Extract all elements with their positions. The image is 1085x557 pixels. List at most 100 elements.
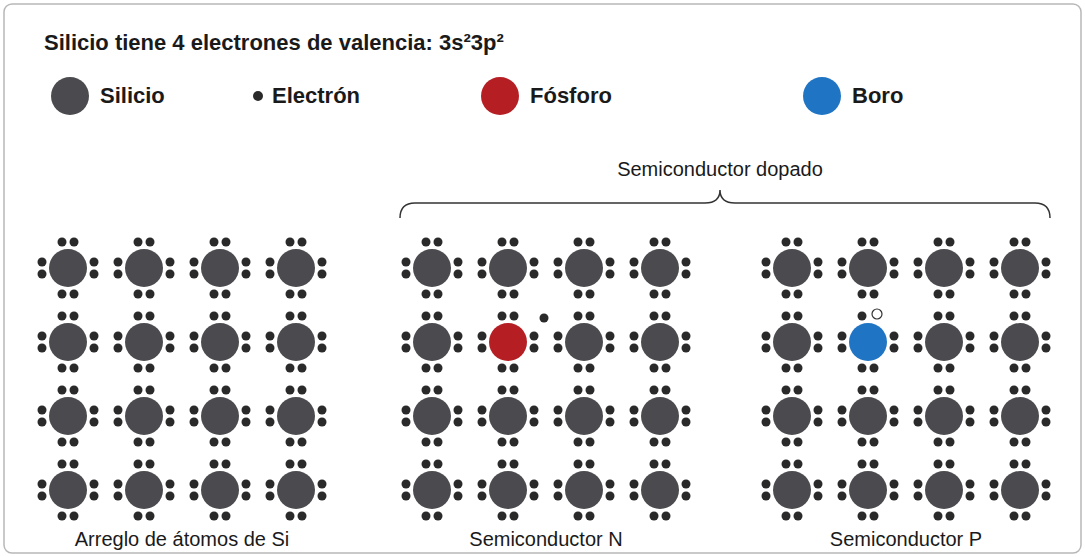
electron [782, 460, 791, 469]
electron [210, 386, 219, 395]
electron [38, 480, 47, 489]
electron [762, 406, 771, 415]
electron [210, 364, 219, 373]
electron [934, 290, 943, 299]
electron [554, 492, 563, 501]
electron [682, 332, 691, 341]
electron [914, 270, 923, 279]
electron [914, 344, 923, 353]
electron [814, 344, 823, 353]
electron [914, 418, 923, 427]
electron [1042, 492, 1051, 501]
electron [554, 270, 563, 279]
electron [554, 480, 563, 489]
electron [630, 344, 639, 353]
electron [434, 460, 443, 469]
silicon-atom [49, 397, 87, 435]
electron [134, 312, 143, 321]
electron [454, 258, 463, 267]
electron [606, 270, 615, 279]
electron [1042, 270, 1051, 279]
electron [762, 344, 771, 353]
electron [134, 438, 143, 447]
electron [574, 312, 583, 321]
electron [914, 406, 923, 415]
electron [630, 406, 639, 415]
electron [434, 438, 443, 447]
electron [858, 312, 867, 321]
silicon-atom [413, 323, 451, 361]
electron [682, 258, 691, 267]
electron [650, 386, 659, 395]
electron [478, 492, 487, 501]
electron [530, 492, 539, 501]
electron [650, 290, 659, 299]
electron [606, 480, 615, 489]
electron [574, 512, 583, 521]
silicon-atom [489, 397, 527, 435]
electron [478, 258, 487, 267]
electron [298, 438, 307, 447]
electron [434, 386, 443, 395]
electron [1010, 512, 1019, 521]
electron [662, 312, 671, 321]
electron [1042, 418, 1051, 427]
electron [166, 492, 175, 501]
electron [114, 492, 123, 501]
electron [298, 364, 307, 373]
electron [782, 386, 791, 395]
electron [966, 270, 975, 279]
electron [914, 492, 923, 501]
electron [90, 344, 99, 353]
electron [554, 418, 563, 427]
electron [402, 406, 411, 415]
silicon-atom [49, 323, 87, 361]
electron [422, 312, 431, 321]
electron [838, 406, 847, 415]
electron [114, 258, 123, 267]
electron [266, 480, 275, 489]
electron [870, 460, 879, 469]
electron [794, 364, 803, 373]
silicon-atom [1001, 397, 1039, 435]
electron [814, 258, 823, 267]
electron [794, 438, 803, 447]
electron [146, 460, 155, 469]
silicon-atom [125, 249, 163, 287]
electron [210, 290, 219, 299]
electron [946, 238, 955, 247]
electron [210, 460, 219, 469]
electron [242, 406, 251, 415]
electron [90, 406, 99, 415]
electron [242, 492, 251, 501]
electron [286, 238, 295, 247]
electron [530, 480, 539, 489]
electron [478, 270, 487, 279]
electron [114, 332, 123, 341]
electron [70, 312, 79, 321]
electron [966, 418, 975, 427]
silicon-atom [641, 397, 679, 435]
electron [890, 418, 899, 427]
electron [318, 492, 327, 501]
electron [650, 364, 659, 373]
electron [498, 512, 507, 521]
electron [146, 238, 155, 247]
electron [190, 492, 199, 501]
electron [146, 312, 155, 321]
silicon-atom [277, 471, 315, 509]
electron [814, 406, 823, 415]
electron [498, 312, 507, 321]
electron [1022, 512, 1031, 521]
electron [890, 492, 899, 501]
electron [554, 258, 563, 267]
electron [498, 290, 507, 299]
electron [478, 406, 487, 415]
electron [890, 406, 899, 415]
electron [574, 438, 583, 447]
electron [934, 460, 943, 469]
electron [838, 418, 847, 427]
electron [990, 480, 999, 489]
electron [1010, 238, 1019, 247]
silicon-atom [565, 249, 603, 287]
